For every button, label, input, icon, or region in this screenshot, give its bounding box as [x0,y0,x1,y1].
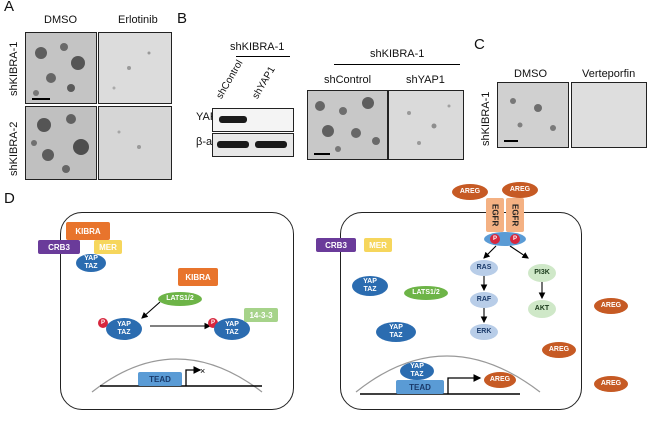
areg-gene-oval: AREG [484,372,516,388]
tead-right-box: TEAD [396,380,444,394]
mer-box: MER [94,240,122,254]
micrograph-b-shcontrol [307,90,388,160]
ras-oval: RAS [470,260,498,276]
yap-a-label: YAP [363,278,377,285]
blot-yap1 [212,108,294,132]
raf-oval: RAF [470,292,498,308]
cell-right [340,212,582,410]
phospho-p-egfr-2: P [510,234,520,244]
crb3-box: CRB3 [38,240,80,254]
phospho-p-left: P [98,318,108,328]
cell-left [60,212,294,410]
panel-b-img-group-label: shKIBRA-1 [370,48,425,60]
micrograph-a-dmso-row1 [25,32,97,104]
panel-b-img-col2: shYAP1 [406,74,445,86]
yap-b-label: YAP [389,324,403,331]
crb3-right-box: CRB3 [316,238,356,252]
svg-text:×: × [200,366,205,376]
panel-c-label: C [474,36,485,53]
panel-b-img-group-line [334,64,460,65]
areg-top-2: AREG [502,182,538,198]
lats-right-oval: LATS1/2 [404,286,448,300]
panel-a-col-erlotinib: Erlotinib [118,14,158,26]
taz-c-label: TAZ [410,371,424,378]
panel-b-group-label: shKIBRA-1 [230,41,285,53]
yap3-label: YAP [225,321,239,328]
protein-14-3-3-box: 14-3-3 [244,308,278,322]
kibra-complex-box: KIBRA [66,222,110,240]
tead-left-box: TEAD [138,372,182,386]
akt-oval: AKT [528,300,556,318]
taz3-label: TAZ [225,329,239,336]
phospho-p-egfr-1: P [490,234,500,244]
taz-label: TAZ [84,263,98,270]
pi3k-oval: PI3K [528,264,556,282]
areg-out-3: AREG [594,376,628,392]
erk-oval: ERK [470,324,498,340]
mer-right-box: MER [364,238,392,252]
micrograph-c-dmso [497,82,569,148]
yap-label: YAP [84,255,98,262]
taz2-label: TAZ [117,329,131,336]
micrograph-a-erlotinib-row1 [98,32,172,104]
panel-c-col-dmso: DMSO [514,68,547,80]
panel-a-label: A [4,0,15,15]
blot-actin [212,133,294,157]
areg-out-1: AREG [594,298,628,314]
micrograph-c-verteporfin [571,82,647,148]
panel-a-col-dmso: DMSO [44,14,77,26]
taz-a-label: TAZ [363,286,377,293]
areg-top-1: AREG [452,184,488,200]
panel-d-label: D [4,190,15,207]
micrograph-a-erlotinib-row2 [98,106,172,180]
panel-b-group-line [236,56,290,57]
lats-oval: LATS1/2 [158,292,202,306]
panel-b-img-col1: shControl [324,74,372,86]
areg-out-2: AREG [542,342,576,358]
micrograph-b-shyap1 [388,90,464,160]
micrograph-a-dmso-row2 [25,106,97,180]
egfr-2-box: EGFR [506,198,524,232]
panel-c-col-verteporfin: Verteporfin [582,68,636,80]
yap2-label: YAP [117,321,131,328]
panel-b-label: B [177,10,188,27]
egfr-1-box: EGFR [486,198,504,232]
kibra-box: KIBRA [178,268,218,286]
taz-b-label: TAZ [389,332,403,339]
phospho-p-left-2: P [208,318,218,328]
yap-c-label: YAP [410,363,424,370]
